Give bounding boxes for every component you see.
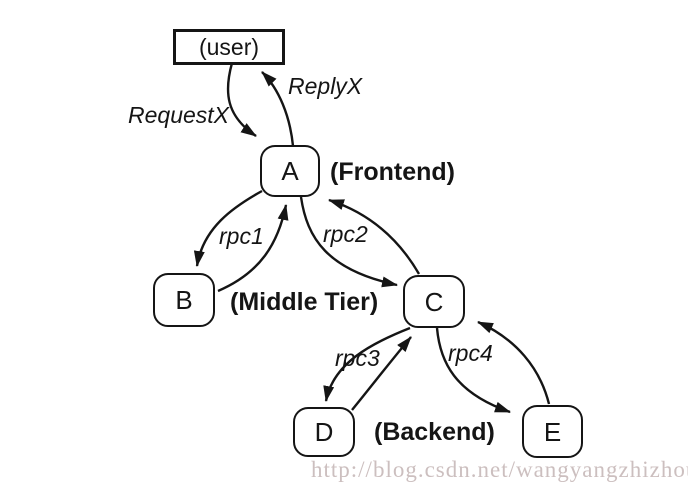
edge-c-to-a-rpc2 (328, 198, 421, 275)
edge-d-to-c-rpc3 (351, 336, 412, 411)
edge-label-rpc1: rpc1 (219, 223, 264, 249)
node-d: D (293, 407, 355, 457)
node-b: B (153, 273, 215, 327)
node-a: A (260, 145, 320, 197)
tier-label-frontend: (Frontend) (330, 158, 455, 186)
edge-label-requestx: RequestX (128, 102, 230, 128)
node-c: C (403, 275, 465, 328)
edge-c-to-d-rpc3 (323, 326, 411, 402)
edge-a-to-user-replyx (261, 71, 295, 147)
node-e: E (522, 405, 583, 458)
edge-b-to-a-rpc1 (217, 204, 289, 293)
edge-user-to-a-requestx (226, 62, 257, 137)
edge-c-to-e-rpc4 (435, 327, 511, 414)
tier-label-middle-tier: (Middle Tier) (230, 288, 379, 316)
watermark-text: http://blog.csdn.net/wangyangzhizhou (311, 457, 688, 482)
node-user: (user) (173, 29, 285, 65)
edge-e-to-c-rpc4 (477, 320, 551, 405)
edge-label-rpc2: rpc2 (323, 221, 368, 247)
edge-a-to-b-rpc1 (193, 189, 263, 267)
edge-a-to-c-rpc2 (299, 196, 398, 288)
edge-label-rpc3: rpc3 (335, 345, 380, 371)
edge-label-rpc4: rpc4 (448, 340, 493, 366)
tier-label-backend: (Backend) (374, 418, 495, 446)
edge-label-replyx: ReplyX (288, 73, 363, 99)
